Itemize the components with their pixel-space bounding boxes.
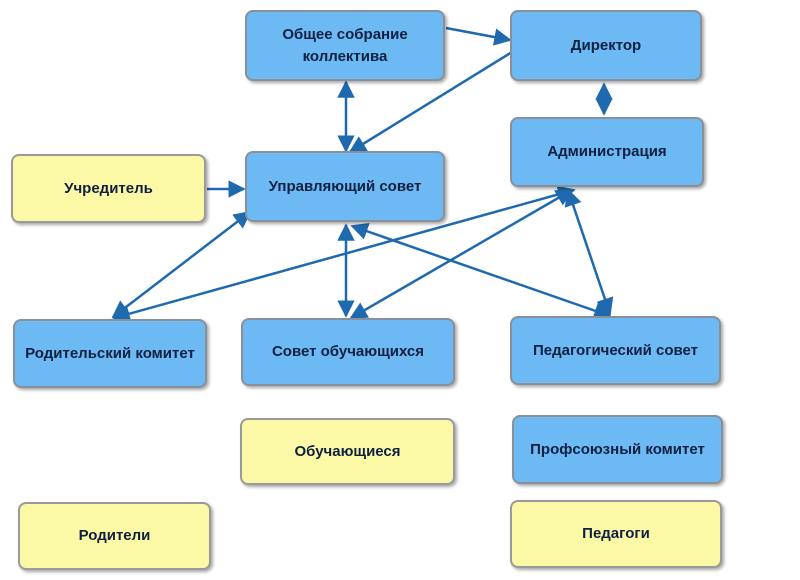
node-upravlyayushchiy-sovet: Управляющий совет [245,151,445,222]
node-label: Учредитель [64,179,153,197]
node-pedagogicheskiy-sovet: Педагогический совет [510,316,721,385]
edge-upravlyayushchiy-pedsovet [350,222,612,320]
node-profsoyuzny-komitet: Профсоюзный комитет [512,415,723,484]
node-label: Педагоги [582,525,650,543]
node-uchreditel: Учредитель [11,154,206,223]
node-label: Родители [78,527,151,545]
node-label: Директор [570,36,642,54]
edge-administraciya-pedsovet [564,188,614,316]
node-obuchayushchiesya: Обучающиеся [240,418,455,485]
node-sovet-obuchayushchihsya: Совет обучающихся [241,318,455,386]
node-direktor: Директор [510,10,702,81]
node-label: Администрация [547,143,667,161]
edge-direktor-upravlyayushchiy [348,50,513,154]
node-label: Управляющий совет [268,177,422,195]
node-label: Профсоюзный комитет [530,440,705,458]
edge-upravlyayushchiy-roditelskiy [111,210,252,319]
node-label: Совет обучающихся [271,343,425,361]
edge-administraciya-sovet-obuch [349,188,574,320]
node-label: Педагогический совет [533,341,698,359]
node-label: Родительский комитет [25,344,195,362]
node-label: Обучающиеся [294,442,401,460]
node-roditelskiy-komitet: Родительский комитет [13,319,207,388]
node-label: Общее собрание коллектива [282,25,408,65]
node-administraciya: Администрация [510,117,704,187]
node-roditeli: Родители [18,502,211,570]
edge-sobranie-direktor [445,26,512,46]
node-obshchee-sobranie: Общее собрание коллектива [245,10,445,81]
node-pedagogi: Педагоги [510,500,722,568]
